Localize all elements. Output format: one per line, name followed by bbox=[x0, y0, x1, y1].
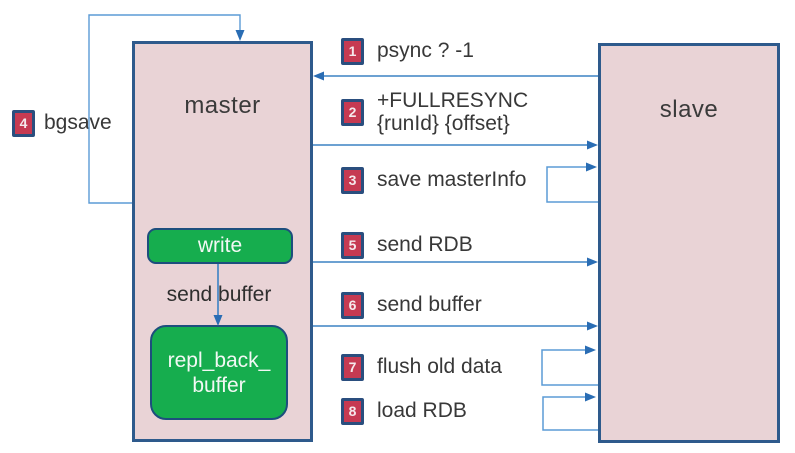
step-8-load-rdb: 8 load RDB bbox=[341, 397, 467, 425]
step-4-label: bgsave bbox=[44, 111, 112, 134]
step-7-label: flush old data bbox=[377, 355, 502, 378]
step-3-save-masterinfo: 3 save masterInfo bbox=[341, 166, 526, 194]
step-3-badge: 3 bbox=[341, 166, 364, 194]
step-1-badge: 1 bbox=[341, 37, 364, 65]
write-node: write bbox=[147, 228, 293, 264]
repl-back-buffer-label: repl_back_ buffer bbox=[167, 348, 271, 397]
step-7-badge: 7 bbox=[341, 353, 364, 381]
arrow-send-buffer bbox=[313, 321, 598, 331]
slave-node: slave bbox=[598, 43, 780, 443]
step-2-label: +FULLRESYNC {runId} {offset} bbox=[377, 89, 529, 135]
step-1-label: psync ? -1 bbox=[377, 39, 474, 62]
step-6-send-buffer: 6 send buffer bbox=[341, 291, 482, 319]
repl-back-buffer-node: repl_back_ buffer bbox=[150, 325, 288, 420]
step-8-label: load RDB bbox=[377, 399, 467, 422]
step-3-label: save masterInfo bbox=[377, 168, 527, 191]
slave-node-label: slave bbox=[659, 96, 719, 123]
arrow-load-rdb-loop bbox=[542, 392, 598, 431]
send-buffer-internal-label: send buffer bbox=[166, 283, 272, 306]
arrow-psync bbox=[313, 71, 598, 81]
step-8-badge: 8 bbox=[341, 397, 364, 425]
step-2-fullresync: 2 +FULLRESYNC {runId} {offset} bbox=[341, 89, 528, 135]
step-6-label: send buffer bbox=[377, 293, 482, 316]
step-7-flush-old-data: 7 flush old data bbox=[341, 353, 502, 381]
arrow-flush-old-data-loop bbox=[541, 345, 598, 386]
arrow-fullresync bbox=[313, 140, 598, 150]
step-6-badge: 6 bbox=[341, 291, 364, 319]
step-5-send-rdb: 5 send RDB bbox=[341, 231, 473, 259]
step-4-bgsave: 4 bgsave bbox=[12, 109, 112, 137]
step-5-label: send RDB bbox=[377, 233, 473, 256]
arrow-save-masterinfo-loop bbox=[546, 162, 598, 203]
step-4-badge: 4 bbox=[12, 109, 35, 137]
step-5-badge: 5 bbox=[341, 231, 364, 259]
step-2-badge: 2 bbox=[341, 98, 364, 126]
write-node-label: write bbox=[197, 234, 243, 257]
master-node-label: master bbox=[184, 92, 261, 119]
step-1-psync: 1 psync ? -1 bbox=[341, 37, 474, 65]
